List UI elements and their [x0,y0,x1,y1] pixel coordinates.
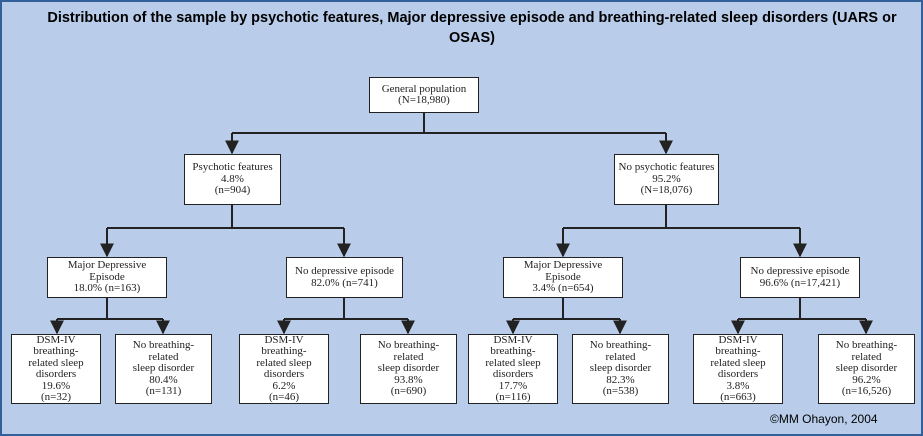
node-text-line: No depressive episode [750,265,850,277]
node-text-line: (n=538) [602,385,639,398]
node-text-line: (n=116) [495,391,531,403]
node-text-line: related sleep [256,356,312,369]
node-text-line: No breathing-related [589,339,652,363]
copyright-notice: ©MM Ohayon, 2004 [770,412,878,426]
node-text-line: No psychotic features [618,161,715,174]
node-text-line: (n=690) [390,385,427,398]
node-text-line: DSM-IV breathing- [261,333,307,357]
node-text-line: DSM-IV breathing- [715,333,761,357]
node-text-line: Major Depressive Episode [67,259,147,283]
node-text-line: disorders [263,368,305,380]
node-text-line: No breathing-related [835,339,898,363]
node-text-line: (N=18,076) [640,184,693,197]
node-text-line: Major Depressive Episode [523,259,603,283]
node-text-line: 96.2% [852,373,881,386]
node-text-line: (N=18,980) [398,94,450,106]
node-text-line: 82.3% [606,373,635,386]
node-text-line: 82.0% (n=741) [311,276,378,289]
node-text-line: DSM-IV breathing- [33,333,79,357]
node-text-line: (n=663) [720,391,756,403]
node-text-line: disorders [492,368,534,380]
node-text-line: No depressive episode [295,265,394,277]
node-general-population: General population(N=18,980) [369,77,479,113]
node-text-line: (n=131) [145,385,182,398]
diagram-title: Distribution of the sample by psychotic … [47,10,897,46]
node-text-line: related sleep [485,356,541,369]
node-text-line: 80.4% [149,373,178,386]
node-text-line: 18.0% (n=163) [73,282,141,295]
node-text-line: sleep disorder [132,362,195,375]
node-text-line: 4.8% [221,172,244,185]
node-text-line: 95.2% [652,172,681,185]
node-text-line: Psychotic features [192,161,273,174]
node-text-line: 96.6% (n=17,421) [759,276,841,289]
node-text-line: related sleep [710,356,766,369]
node-text-line: 3.4% (n=654) [532,282,594,295]
node-text-line: sleep disorder [835,362,898,375]
node-text-line: (n=46) [268,391,300,403]
node-text-line: disorders [717,368,759,380]
node-text-line: No breathing-related [377,339,440,363]
node-text-line: DSM-IV breathing- [490,333,536,357]
node-text-line: 3.8% [726,379,750,392]
node-text-line: 19.6% [41,379,71,392]
node-text-line: General population [381,82,467,95]
node-text-line: 17.7% [498,379,528,392]
node-text-line: (n=904) [214,184,251,197]
node-text-line: 6.2% [272,379,296,392]
node-text-line: (n=32) [40,391,72,403]
node-text-line: disorders [35,368,77,380]
node-text-line: 93.8% [394,373,423,386]
node-text-line: No breathing-related [132,339,195,363]
node-text-line: related sleep [28,356,84,369]
node-text-line: (n=16,526) [841,385,892,398]
node-text-line: sleep disorder [377,362,440,375]
node-text-line: sleep disorder [589,362,652,375]
